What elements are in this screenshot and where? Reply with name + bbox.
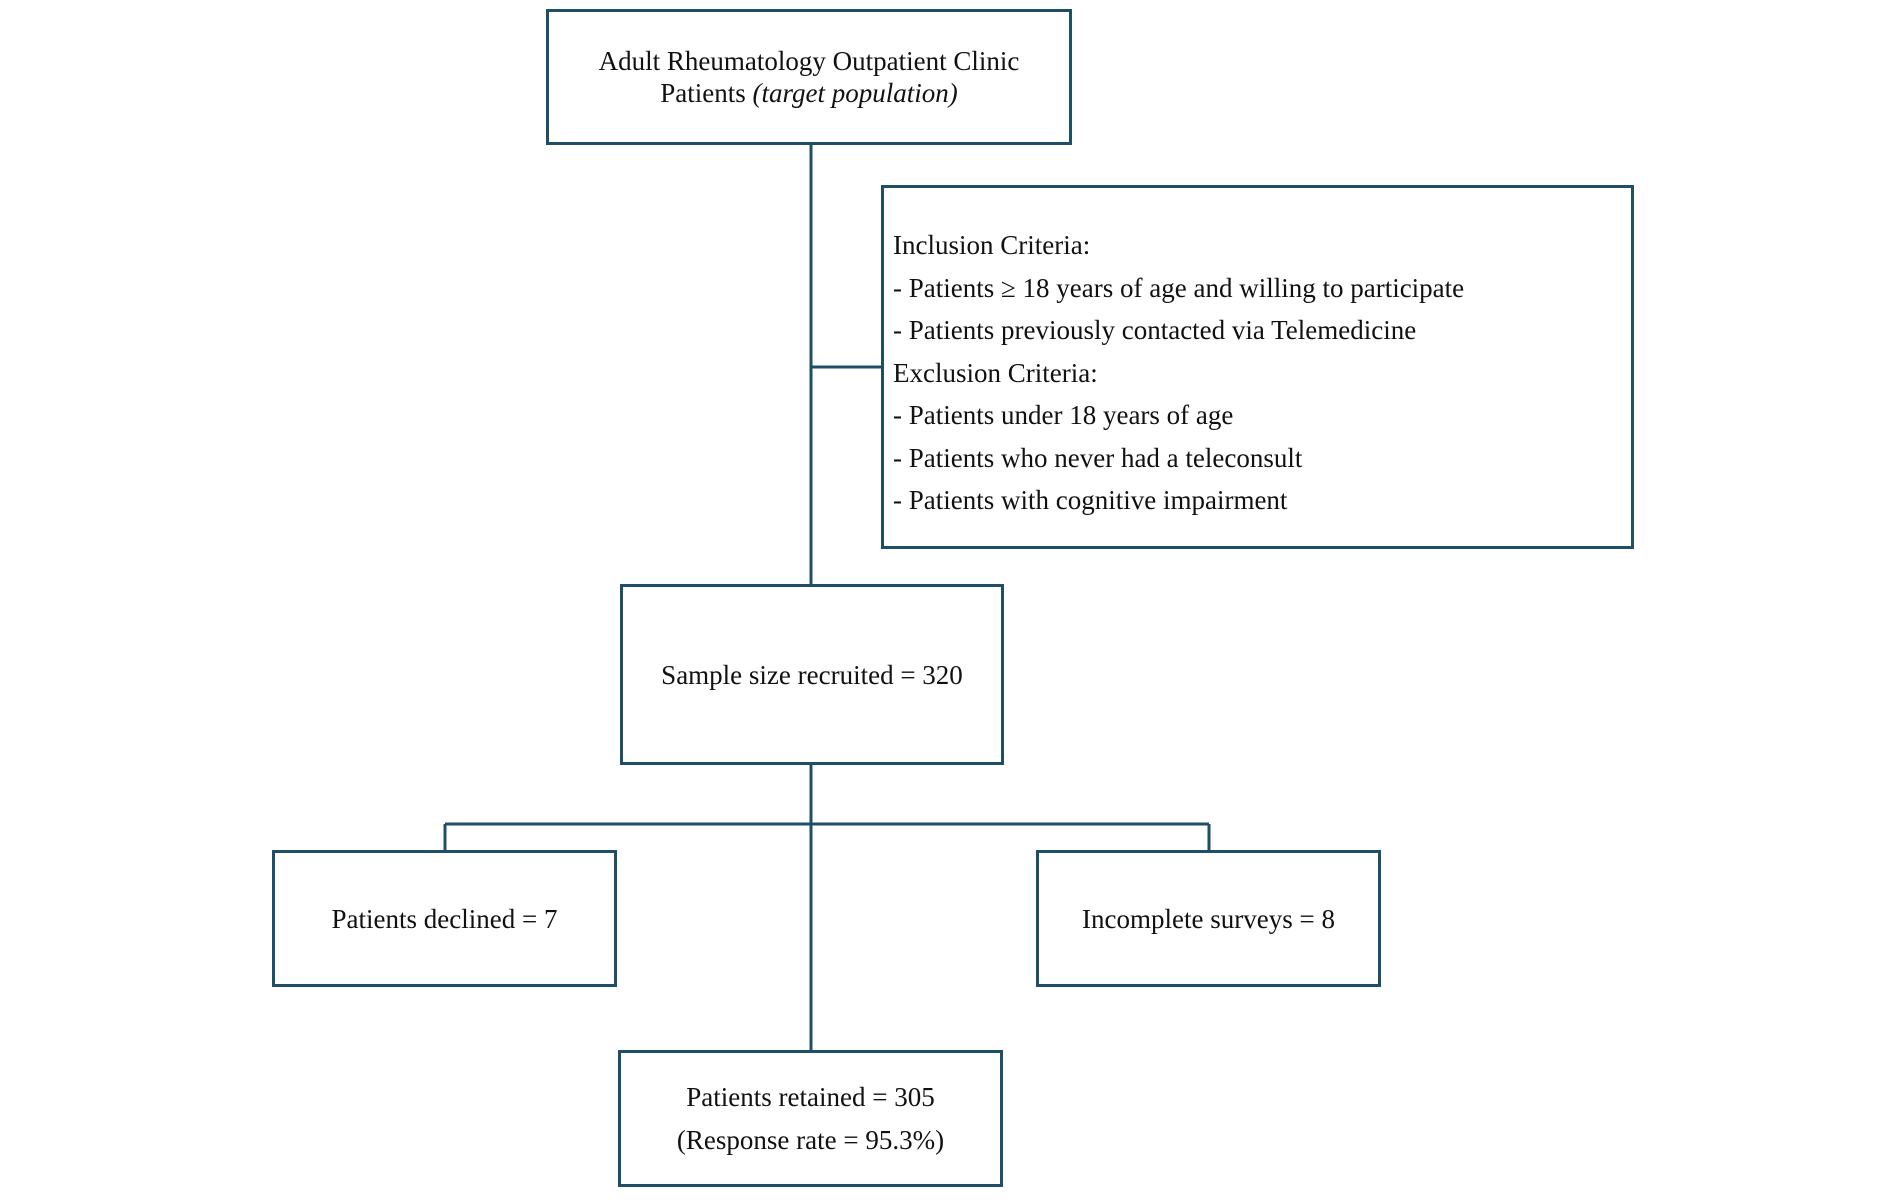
exclusion-item: - Patients with cognitive impairment <box>893 485 1288 515</box>
criteria-box: Inclusion Criteria: - Patients ≥ 18 year… <box>881 185 1634 549</box>
sample-size-label: Sample size recruited = 320 <box>661 659 963 690</box>
response-rate-label: (Response rate = 95.3%) <box>676 1124 945 1155</box>
exclusion-item: - Patients who never had a teleconsult <box>893 442 1303 473</box>
target-population-note: (target population) <box>752 78 958 108</box>
patients-retained-box: Patients retained = 305 (Response rate =… <box>618 1050 1003 1187</box>
target-line-1: Adult Rheumatology Outpatient Clinic <box>598 46 1020 76</box>
inclusion-item: - Patients previously contacted via Tele… <box>893 315 1417 345</box>
sample-size-box: Sample size recruited = 320 <box>620 584 1004 765</box>
target-population-box: Adult Rheumatology Outpatient Clinic Pat… <box>546 9 1072 145</box>
patients-declined-box: Patients declined = 7 <box>272 850 617 987</box>
exclusion-heading: Exclusion Criteria: <box>893 357 1098 388</box>
target-line-2-prefix: Patients <box>660 78 753 108</box>
patients-retained-label: Patients retained = 305 <box>686 1081 935 1112</box>
patients-declined-label: Patients declined = 7 <box>331 903 558 934</box>
target-line-2: Patients (target population) <box>660 77 957 109</box>
incomplete-surveys-box: Incomplete surveys = 8 <box>1036 850 1381 987</box>
inclusion-item: - Patients ≥ 18 years of age and willing… <box>893 272 1465 303</box>
inclusion-heading: Inclusion Criteria: <box>893 230 1091 260</box>
exclusion-item: - Patients under 18 years of age <box>893 400 1234 430</box>
incomplete-surveys-label: Incomplete surveys = 8 <box>1082 903 1335 934</box>
